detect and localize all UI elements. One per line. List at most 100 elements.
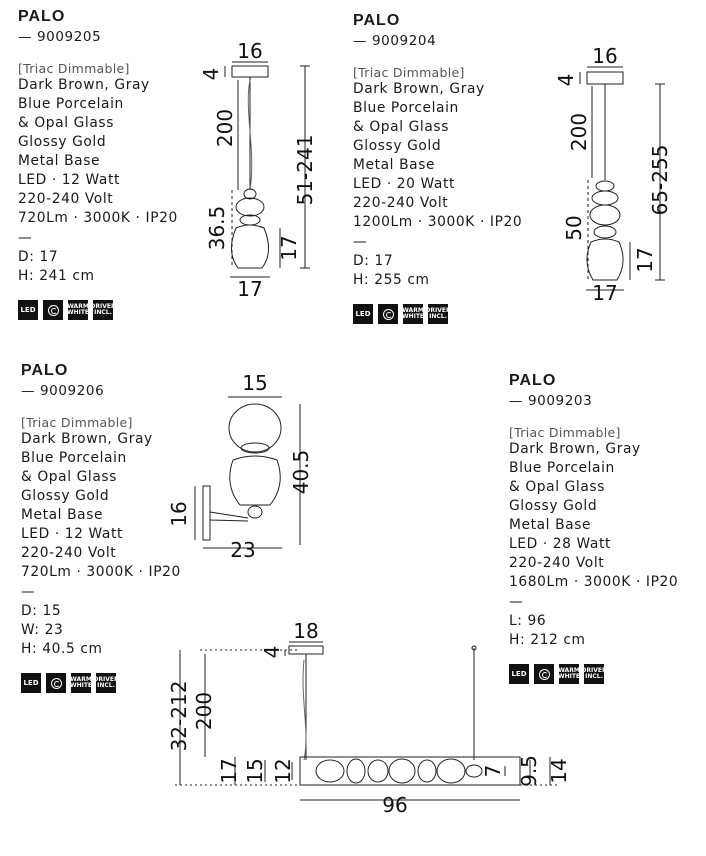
spec-line: 220-240 Volt [509, 555, 605, 571]
product-name: PALO [353, 12, 401, 29]
pendant-drawing-9009205 [224, 61, 310, 278]
led-badge: LED [353, 304, 373, 324]
spec-line: 220-240 Volt [21, 545, 117, 561]
driver-included-badge: DRIVER INCL. [90, 300, 116, 320]
product-code: — 9009206 [21, 383, 105, 399]
dim-label: 4 [554, 74, 578, 87]
spec-line: & Opal Glass [18, 115, 114, 131]
spec-line: & Opal Glass [21, 469, 117, 485]
spec-line: Dark Brown, Gray [21, 431, 153, 447]
spec-line: 1200Lm · 3000K · IP20 [353, 214, 523, 230]
spec-line: Blue Porcelain [21, 450, 127, 466]
dimmer-icon [378, 304, 398, 324]
dimension-line: H: 40.5 cm [21, 641, 103, 657]
spec-line: Metal Base [18, 153, 101, 169]
separator: — [509, 594, 524, 610]
separator: — [18, 230, 33, 246]
dimmable-label: [Triac Dimmable] [18, 61, 130, 76]
badge-row: LED WARM WHITE DRIVER INCL. [353, 304, 522, 324]
spec-line: 220-240 Volt [353, 195, 449, 211]
dim-label: 50 [562, 215, 586, 240]
spec-line: Glossy Gold [353, 138, 442, 154]
product-9009203: PALO — 9009203 [Triac Dimmable] Dark Bro… [509, 372, 678, 684]
spec-line: Dark Brown, Gray [353, 81, 485, 97]
dim-label: 17 [237, 277, 262, 301]
spec-line: & Opal Glass [353, 119, 449, 135]
spec-line: 220-240 Volt [18, 191, 114, 207]
spec-line: Metal Base [509, 517, 592, 533]
dimension-line: W: 23 [21, 622, 64, 638]
spec-line: Glossy Gold [18, 134, 107, 150]
dim-label: 4 [260, 646, 284, 659]
dim-label: 9.5 [517, 755, 541, 787]
dim-label: 17 [592, 281, 617, 305]
dimension-line: H: 255 cm [353, 272, 430, 288]
dim-label: 16 [167, 501, 191, 526]
spec-line: Metal Base [21, 507, 104, 523]
dimension-line: L: 96 [509, 613, 547, 629]
dim-label: 32-212 [167, 681, 191, 752]
product-name: PALO [509, 372, 557, 389]
product-code: — 9009204 [353, 33, 437, 49]
dim-label: 17 [277, 235, 301, 260]
pendant-drawing-9009204 [579, 66, 665, 291]
spec-line: LED · 28 Watt [509, 536, 611, 552]
product-code: — 9009205 [18, 29, 102, 45]
spec-line: Glossy Gold [21, 488, 110, 504]
driver-included-badge: DRIVER INCL. [425, 304, 451, 324]
warm-white-badge: WARM WHITE [558, 664, 580, 684]
dimmer-icon [43, 300, 63, 320]
led-badge: LED [21, 673, 41, 693]
separator: — [353, 234, 368, 250]
spec-line: 720Lm · 3000K · IP20 [18, 210, 178, 226]
spec-line: Metal Base [353, 157, 436, 173]
dimmer-icon [46, 673, 66, 693]
wall-lamp-drawing-9009206 [194, 396, 301, 549]
dim-label: 7 [481, 765, 505, 778]
dim-label: 17 [217, 758, 241, 783]
warm-white-badge: WARM WHITE [67, 300, 89, 320]
separator: — [21, 584, 36, 600]
dim-label: 200 [192, 692, 216, 730]
dim-label: 23 [230, 538, 255, 562]
dim-label: 51-241 [293, 135, 317, 206]
dimmable-label: [Triac Dimmable] [353, 65, 465, 80]
dim-label: 4 [199, 68, 223, 81]
badge-row: LED WARM WHITE DRIVER INCL. [18, 300, 178, 320]
dim-label: 12 [271, 758, 295, 783]
dim-label: 14 [547, 758, 571, 783]
spec-line: 1680Lm · 3000K · IP20 [509, 574, 679, 590]
led-badge: LED [18, 300, 38, 320]
product-code: — 9009203 [509, 393, 593, 409]
dim-label: 16 [237, 39, 262, 63]
dimension-line: D: 17 [353, 253, 394, 269]
spec-line: Blue Porcelain [353, 100, 459, 116]
spec-line: Dark Brown, Gray [18, 77, 150, 93]
dim-label: 65-255 [648, 145, 672, 216]
dim-label: 15 [242, 371, 267, 395]
spec-line: 720Lm · 3000K · IP20 [21, 564, 181, 580]
spec-line: Glossy Gold [509, 498, 598, 514]
spec-line: LED · 12 Watt [21, 526, 123, 542]
dimension-line: D: 15 [21, 603, 62, 619]
dimension-line: D: 17 [18, 249, 59, 265]
dimmable-label: [Triac Dimmable] [509, 425, 621, 440]
dimmable-label: [Triac Dimmable] [21, 415, 133, 430]
dim-label: 18 [293, 619, 318, 643]
dim-label: 96 [382, 793, 407, 817]
product-9009206: PALO — 9009206 [Triac Dimmable] Dark Bro… [21, 362, 181, 693]
dim-label: 200 [567, 113, 591, 151]
product-name: PALO [21, 362, 69, 379]
driver-included-badge: DRIVER INCL. [93, 673, 119, 693]
driver-included-badge: DRIVER INCL. [581, 664, 607, 684]
badge-row: LED WARM WHITE DRIVER INCL. [21, 673, 181, 693]
dim-label: 16 [592, 44, 617, 68]
led-badge: LED [509, 664, 529, 684]
product-9009205: PALO — 9009205 [Triac Dimmable] Dark Bro… [18, 8, 178, 320]
spec-line: LED · 12 Watt [18, 172, 120, 188]
spec-line: Blue Porcelain [509, 460, 615, 476]
spec-line: Blue Porcelain [18, 96, 124, 112]
product-name: PALO [18, 8, 66, 25]
dim-label: 15 [243, 758, 267, 783]
